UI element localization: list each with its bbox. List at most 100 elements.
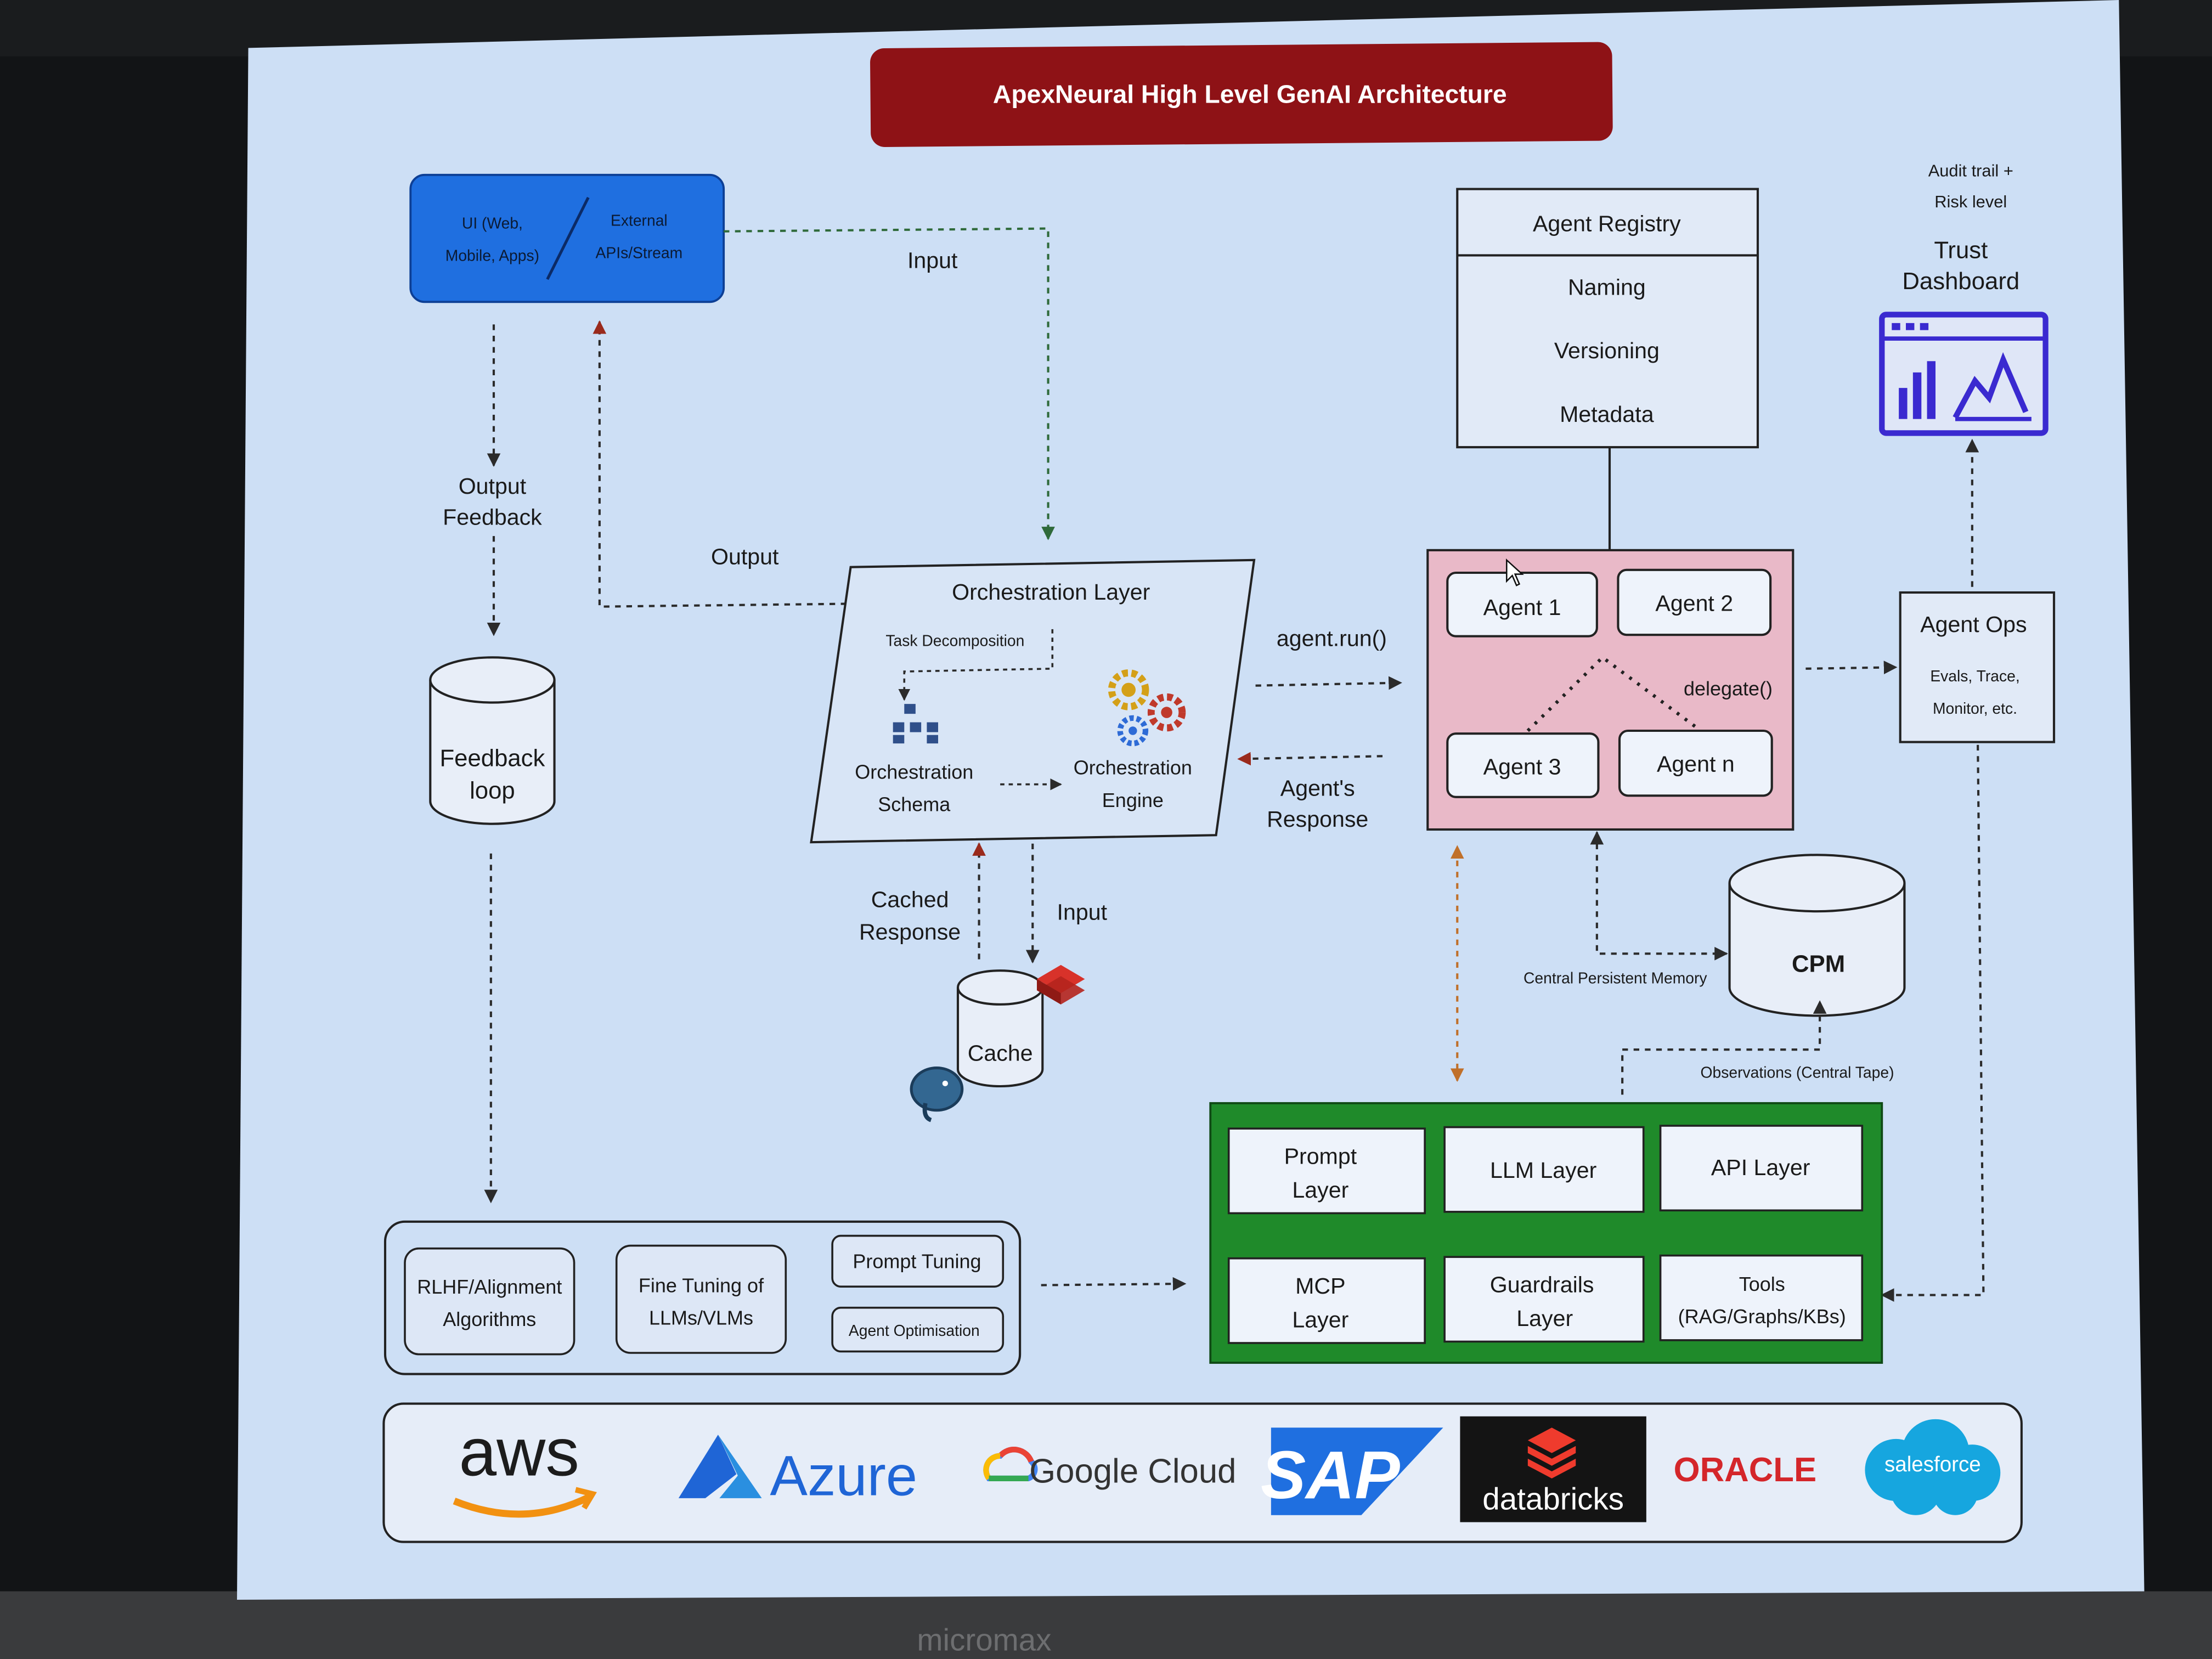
cpm-db: [1728, 854, 1906, 1017]
agent-ops-sub-line2: Monitor, etc.: [1933, 699, 2017, 717]
prompt-layer-line1: Prompt: [1284, 1143, 1357, 1169]
tools-layer-line2: (RAG/Graphs/KBs): [1678, 1305, 1846, 1328]
bezel-brand: micromax: [917, 1623, 1051, 1657]
agents-to-ops-arrow: [1805, 661, 1898, 674]
llm-layer-label: LLM Layer: [1490, 1158, 1597, 1183]
training-to-layers-arrow: [1041, 1277, 1187, 1291]
task-decomposition-label: Task Decomposition: [885, 632, 1024, 650]
orchestration-engine-line1: Orchestration: [1074, 757, 1192, 779]
cached-response-line2: Response: [859, 919, 961, 945]
task-decomposition-arrow: [898, 629, 1054, 701]
guardrails-layer-box: [1443, 1256, 1645, 1343]
databricks-logo: databricks: [1482, 1481, 1624, 1516]
bottom-bezel: [0, 1591, 2212, 1659]
databricks-icon: [1527, 1427, 1576, 1479]
ops-to-tools-arrow: [1880, 744, 1985, 1302]
feedback-loop-line2: loop: [470, 777, 515, 804]
agent-3-box: [1446, 732, 1600, 798]
rlhf-line2: Algorithms: [443, 1308, 536, 1330]
output-arrow: [592, 320, 847, 608]
input-arrow: [724, 227, 1055, 540]
guardrails-layer-line2: Layer: [1516, 1306, 1573, 1331]
finetune-box: [615, 1244, 787, 1354]
orchestration-layer: [810, 558, 1256, 844]
registry-naming: Naming: [1568, 274, 1646, 300]
memory-arrow: [1590, 831, 1728, 961]
client-divider: [546, 196, 590, 280]
agent-optimisation-label: Agent Optimisation: [849, 1322, 980, 1339]
dashboard-chart-icon: [1879, 312, 2049, 436]
output-feedback-line2: Feedback: [443, 505, 542, 530]
prompt-layer-box: [1227, 1127, 1426, 1215]
salesforce-cloud-icon: [1865, 1419, 2001, 1515]
salesforce-logo: salesforce: [1884, 1453, 1981, 1476]
agent-registry: [1456, 188, 1759, 449]
api-layer-box: [1659, 1125, 1864, 1212]
tools-layer-line1: Tools: [1739, 1273, 1785, 1295]
central-memory-label: Central Persistent Memory: [1523, 969, 1707, 986]
input-label: Input: [907, 248, 958, 273]
diagram-title: ApexNeural High Level GenAI Architecture: [993, 80, 1507, 109]
orchestration-title: Orchestration Layer: [952, 579, 1150, 605]
output-feedback-line1: Output: [459, 473, 527, 499]
cache-label: Cache: [968, 1041, 1033, 1066]
api-layer-label: API Layer: [1711, 1155, 1810, 1180]
mouse-cursor-icon: [1506, 558, 1524, 586]
agent-1-box: [1446, 571, 1598, 637]
agent-2-box: [1617, 568, 1772, 636]
postgres-elephant-icon: [910, 1066, 964, 1122]
cache-input-label: Input: [1057, 900, 1108, 925]
llm-layer-box: [1443, 1126, 1645, 1213]
cache-db: [956, 969, 1044, 1088]
schema-icon: [893, 704, 938, 744]
orchestration-engine-line2: Engine: [1102, 789, 1164, 811]
rlhf-line1: RLHF/Alignment: [417, 1276, 562, 1298]
orchestration-schema-line1: Orchestration: [855, 760, 973, 783]
agent-ops-sub-line1: Evals, Trace,: [1930, 667, 2019, 685]
agent-ops-box: [1899, 591, 2056, 743]
agent-optimisation-box: [831, 1306, 1005, 1353]
agent-run-label: agent.run(): [1277, 626, 1387, 651]
feedback-loop-line1: Feedback: [439, 744, 545, 771]
google-cloud-logo: Google Cloud: [1029, 1453, 1236, 1491]
sap-logo-shape: [1271, 1427, 1443, 1515]
google-cloud-icon: [983, 1447, 1038, 1481]
agent-run-arrow: [1255, 676, 1402, 690]
registry-title: Agent Registry: [1533, 211, 1681, 236]
rlhf-box: [404, 1247, 575, 1356]
training-block: [383, 1220, 1022, 1375]
agent-3-label: Agent 3: [1483, 754, 1561, 780]
finetune-line1: Fine Tuning of: [639, 1274, 764, 1296]
prompt-tuning-box: [831, 1234, 1005, 1288]
agents-response-arrow: [1237, 752, 1383, 766]
aws-smile: [453, 1493, 591, 1518]
agent-n-box: [1618, 729, 1773, 797]
oracle-logo: ORACLE: [1674, 1451, 1817, 1489]
registry-versioning: Versioning: [1554, 338, 1660, 363]
agents-response-line1: Agent's: [1280, 775, 1355, 800]
trust-dashboard-line2: Dashboard: [1902, 268, 2019, 295]
client-apis-line2: APIs/Stream: [596, 244, 683, 262]
audit-trail-line1: Audit trail +: [1928, 161, 2013, 180]
trust-dashboard-line1: Trust: [1934, 237, 1988, 264]
agent-ops-title: Agent Ops: [1920, 612, 2027, 637]
gears-icon: [1108, 669, 1186, 747]
agent-n-label: Agent n: [1657, 752, 1735, 777]
azure-logo: Azure: [770, 1444, 917, 1508]
mcp-layer-line1: MCP: [1295, 1273, 1345, 1299]
agents-response-line2: Response: [1267, 806, 1368, 832]
delegate-label: delegate(): [1684, 678, 1773, 700]
orchestration-schema-line2: Schema: [878, 793, 951, 816]
title-banner: [870, 42, 1613, 147]
tools-layer-box: [1659, 1254, 1864, 1341]
mcp-layer-line2: Layer: [1292, 1307, 1348, 1333]
guardrails-layer-line1: Guardrails: [1490, 1272, 1594, 1297]
cpm-label: CPM: [1792, 951, 1845, 978]
prompt-tuning-label: Prompt Tuning: [853, 1250, 981, 1273]
prompt-layer-line2: Layer: [1292, 1177, 1348, 1203]
sap-logo: SAP: [1261, 1437, 1400, 1513]
client-apis-line1: External: [611, 211, 668, 229]
client-ui-line1: UI (Web,: [462, 215, 523, 232]
mcp-layer-box: [1227, 1257, 1426, 1344]
